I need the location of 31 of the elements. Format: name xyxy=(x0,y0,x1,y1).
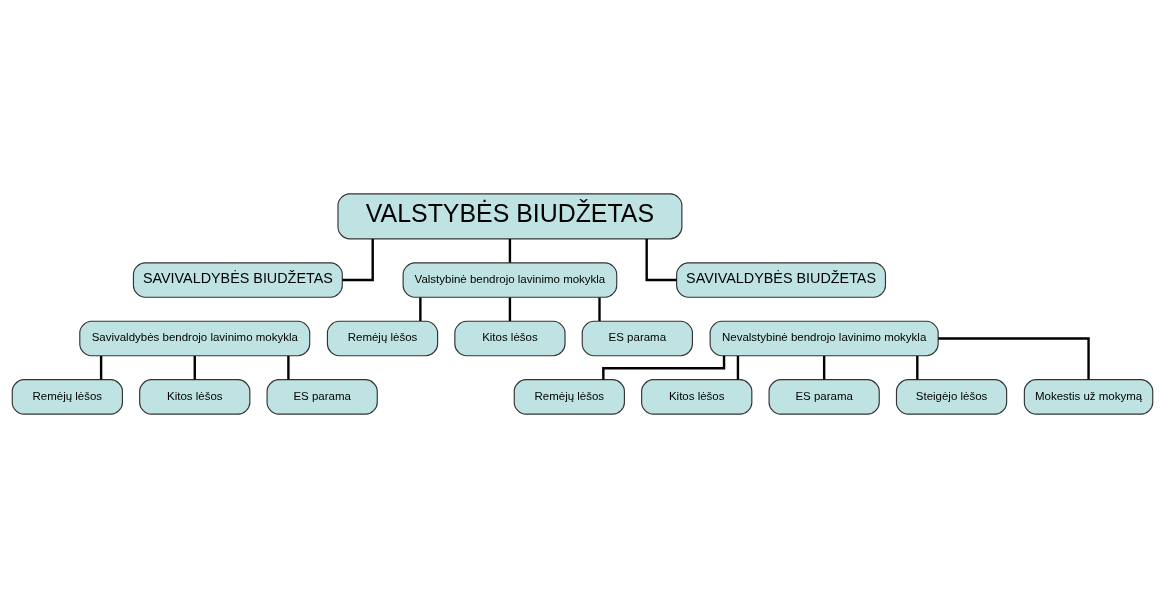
connector xyxy=(287,355,290,379)
node-box: Savivaldybės bendrojo lavinimo mokykla xyxy=(79,320,311,356)
node-box: Kitos lėšos xyxy=(139,378,251,415)
connector xyxy=(645,238,677,281)
node-box: Valstybinė bendrojo lavinimo mokykla xyxy=(402,261,618,298)
node-box: Remėjų lėšos xyxy=(326,320,439,356)
node-box: Remėjų lėšos xyxy=(11,378,123,415)
connector xyxy=(822,355,826,379)
connector xyxy=(508,238,512,262)
node-box: Kitos lėšos xyxy=(454,320,566,356)
node-box: Mokestis už mokymą xyxy=(1023,378,1154,415)
node-box: VALSTYBĖS BIUDŽETAS xyxy=(337,192,683,239)
node-box: Nevalstybinė bendrojo lavinimo mokykla xyxy=(709,320,939,356)
node-box: Steigėjo lėšos xyxy=(895,378,1008,415)
connector xyxy=(598,297,601,321)
node-box: Remėjų lėšos xyxy=(513,378,625,415)
connector xyxy=(193,355,196,379)
node-box: SAVIVALDYBĖS BIUDŽETAS xyxy=(132,261,343,298)
node-box: ES parama xyxy=(266,378,378,415)
connector xyxy=(508,297,512,321)
connector xyxy=(736,355,740,379)
connector xyxy=(916,355,919,379)
node-box: ES parama xyxy=(581,320,693,356)
connector xyxy=(99,355,103,379)
connector xyxy=(419,297,422,321)
connector xyxy=(938,336,1090,379)
connector xyxy=(342,238,374,281)
node-box: ES parama xyxy=(768,378,880,415)
node-box: Kitos lėšos xyxy=(641,378,753,415)
node-box: SAVIVALDYBĖS BIUDŽETAS xyxy=(676,261,887,298)
connector xyxy=(602,355,726,380)
